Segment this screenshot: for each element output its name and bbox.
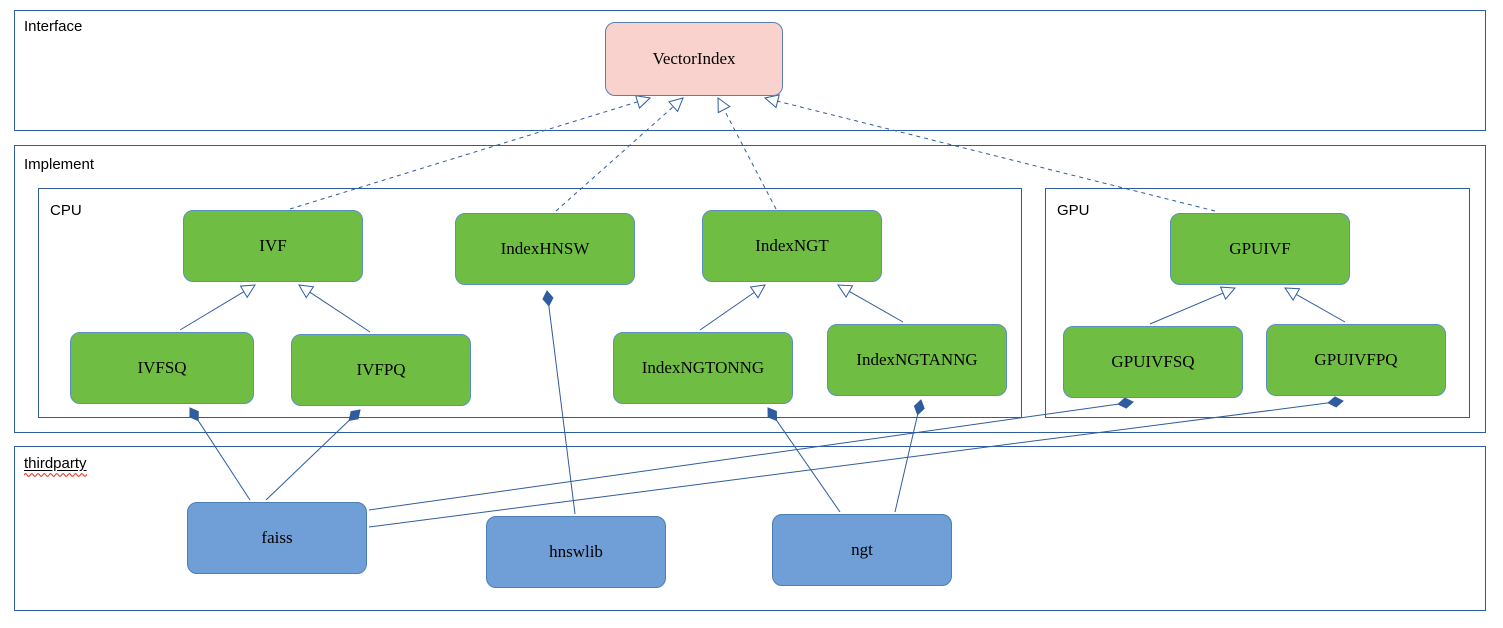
node-faiss[interactable]: faiss [187,502,367,574]
node-vectorindex[interactable]: VectorIndex [605,22,783,96]
node-ivfpq[interactable]: IVFPQ [291,334,471,406]
node-gpuivf[interactable]: GPUIVF [1170,213,1350,285]
node-label-hnswlib: hnswlib [549,542,603,561]
node-hnswlib[interactable]: hnswlib [486,516,666,588]
frame-label-interface: Interface [24,18,83,35]
node-indexngtanng[interactable]: IndexNGTANNG [827,324,1007,396]
node-label-vectorindex: VectorIndex [652,49,736,68]
node-label-indexngt: IndexNGT [755,236,829,255]
node-indexhnsw[interactable]: IndexHNSW [455,213,635,285]
node-indexngtonng[interactable]: IndexNGTONNG [613,332,793,404]
frame-label-implement: Implement [24,156,95,173]
node-label-ngt: ngt [851,540,873,559]
node-label-ivfpq: IVFPQ [356,360,406,379]
frame-label-cpu: CPU [50,202,82,219]
node-label-ivf: IVF [259,236,287,255]
node-label-faiss: faiss [261,528,293,547]
node-label-indexhnsw: IndexHNSW [500,239,590,258]
node-label-ivfsq: IVFSQ [137,358,187,377]
node-ivf[interactable]: IVF [183,210,363,282]
node-ngt[interactable]: ngt [772,514,952,586]
node-label-indexngtonng: IndexNGTONNG [641,358,765,377]
node-label-gpuivf: GPUIVF [1229,239,1291,258]
node-gpuivfsq[interactable]: GPUIVFSQ [1063,326,1243,398]
node-ivfsq[interactable]: IVFSQ [70,332,254,404]
node-label-gpuivfsq: GPUIVFSQ [1111,352,1195,371]
node-gpuivfpq[interactable]: GPUIVFPQ [1266,324,1446,396]
node-indexngt[interactable]: IndexNGT [702,210,882,282]
node-label-indexngtanng: IndexNGTANNG [856,350,978,369]
frame-label-thirdparty: thirdparty [24,456,87,477]
node-label-gpuivfpq: GPUIVFPQ [1314,350,1398,369]
frame-label-gpu: GPU [1057,202,1090,219]
